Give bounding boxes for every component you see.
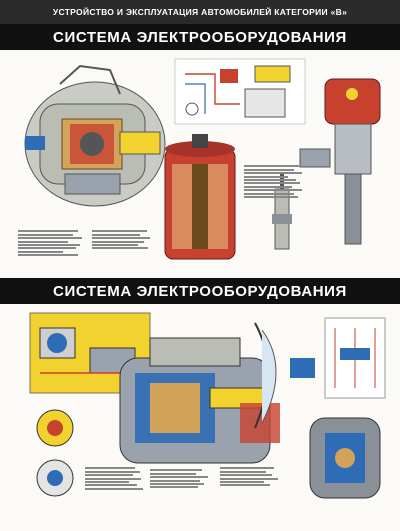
generator-illustration	[24, 64, 166, 207]
legend-starter-b	[150, 468, 210, 490]
section-title-upper: СИСТЕМА ЭЛЕКТРООБОРУДОВАНИЯ	[0, 24, 400, 50]
poster-subtitle: УСТРОЙСТВО И ЭКСПЛУАТАЦИЯ АВТОМОБИЛЕЙ КА…	[0, 0, 400, 24]
lower-illustrations	[29, 312, 386, 499]
relay-diagram	[324, 317, 386, 399]
headlamp-illustration	[254, 322, 315, 429]
distributor-illustration	[299, 78, 381, 245]
legend-generator	[18, 229, 88, 258]
legend-distributor	[244, 164, 304, 199]
legend-starter-a	[85, 466, 145, 491]
component-diagrams	[36, 409, 74, 497]
ignition-coil-illustration	[164, 134, 236, 260]
upper-illustrations	[24, 58, 381, 260]
legend-coil	[92, 229, 152, 251]
panel-upper: СИСТЕМА ЭЛЕКТРООБОРУДОВАНИЯ	[0, 24, 400, 278]
alternator-illustration	[309, 417, 381, 499]
starter-motor-illustration	[119, 337, 280, 464]
section-title-lower: СИСТЕМА ЭЛЕКТРООБОРУДОВАНИЯ	[0, 278, 400, 304]
legend-starter-c	[220, 466, 280, 488]
panel-lower: СИСТЕМА ЭЛЕКТРООБОРУДОВАНИЯ	[0, 278, 400, 531]
spark-plug-illustration	[272, 174, 292, 250]
wiring-schematic	[174, 58, 306, 125]
